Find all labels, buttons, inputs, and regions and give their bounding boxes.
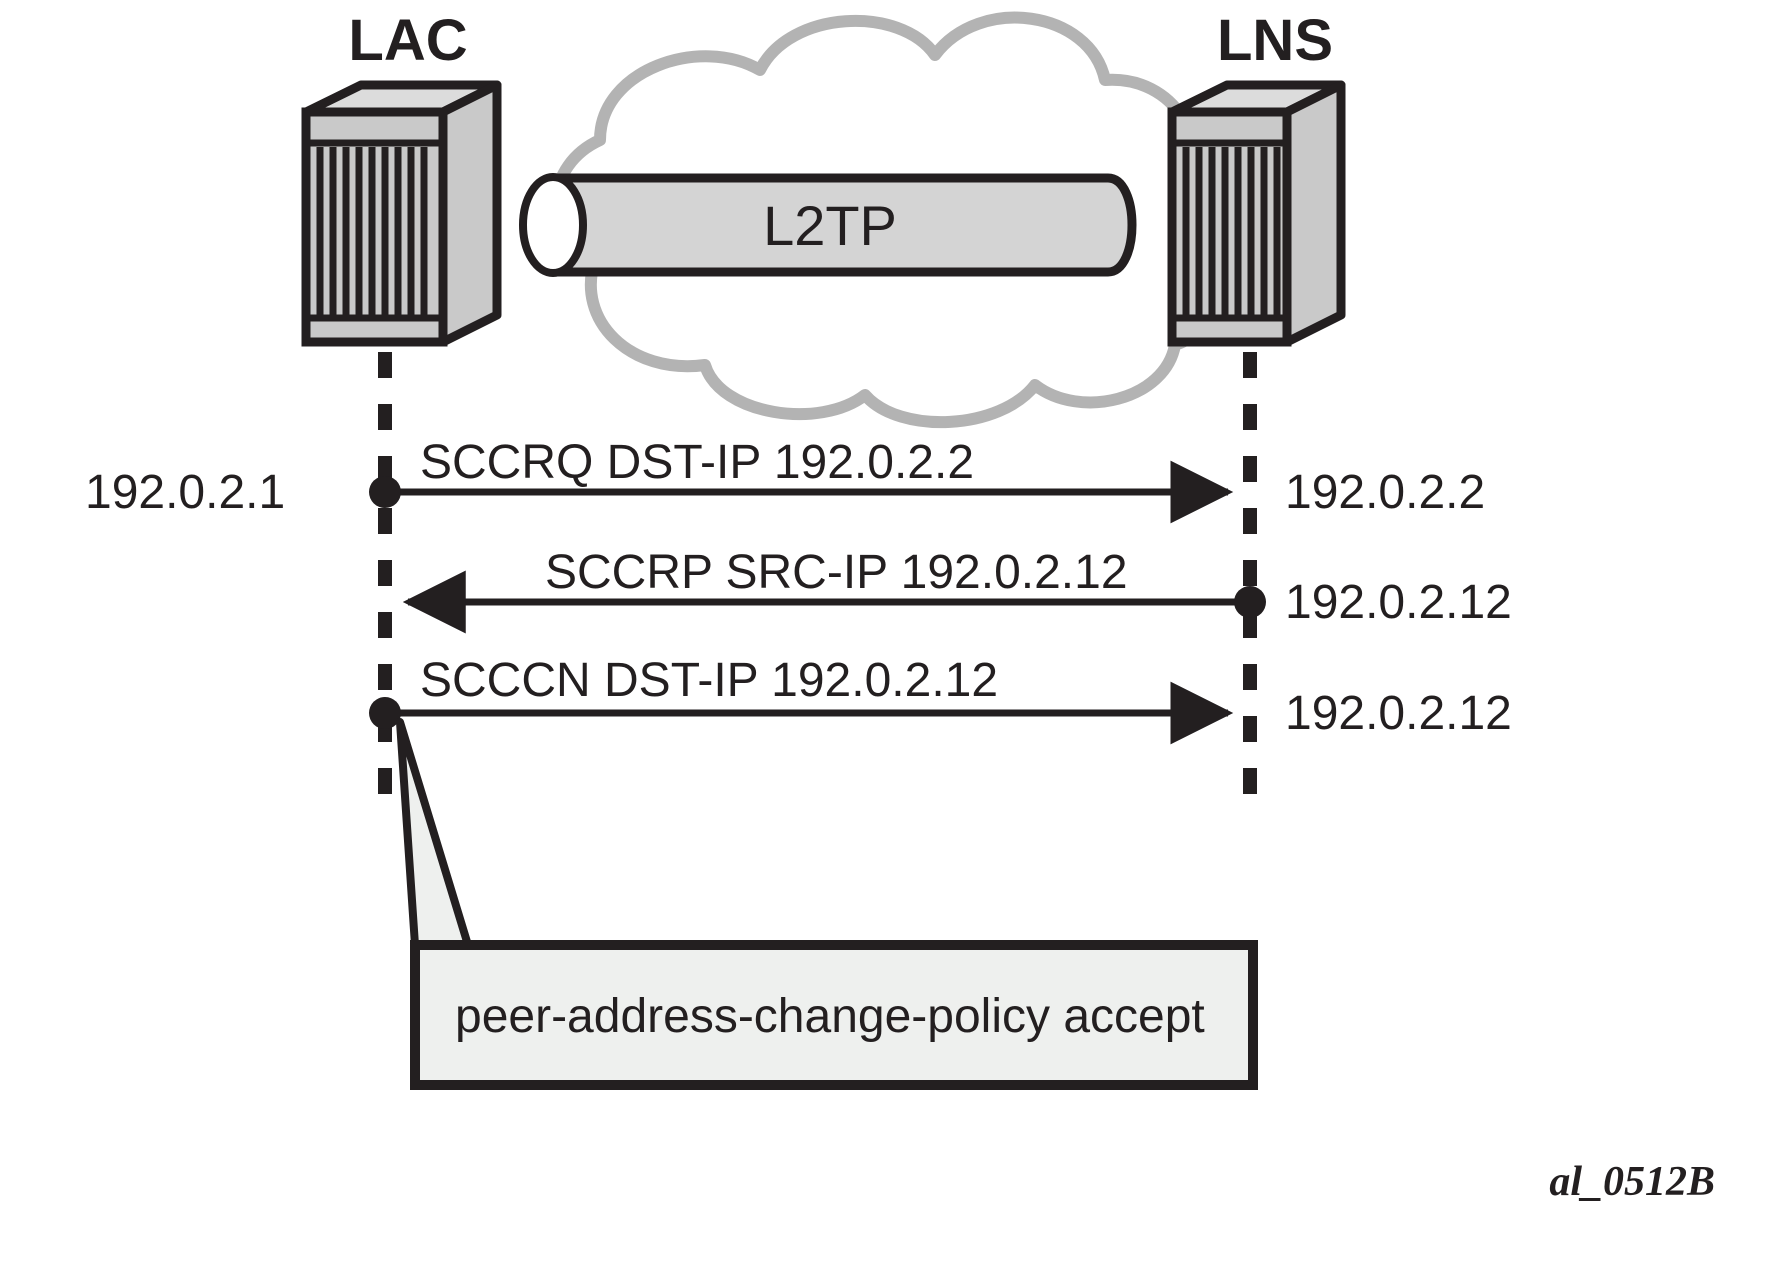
message-scccn-label: SCCCN DST-IP 192.0.2.12	[420, 654, 998, 707]
message-scccn: SCCCN DST-IP 192.0.2.12	[369, 654, 1234, 745]
message-sccrp-origin-dot	[1234, 586, 1266, 618]
figure-id-watermark: al_0512B	[1549, 1159, 1715, 1205]
lac-device-label: LAC	[348, 8, 467, 73]
lns-device-label: LNS	[1217, 8, 1333, 73]
tunnel-cylinder-icon	[519, 173, 1137, 277]
callout-label: peer-address-change-policy accept	[455, 990, 1205, 1043]
callout-body	[410, 940, 1258, 1090]
tunnel-end-cap-icon	[519, 173, 587, 277]
message-scccn-origin-dot	[369, 697, 401, 729]
callout-box: peer-address-change-policy accept	[396, 718, 1258, 1090]
callout-tail	[396, 718, 472, 949]
right-ip-label-3: 192.0.2.12	[1285, 687, 1512, 740]
lac-device-icon	[301, 80, 502, 347]
message-sccrq-origin-dot	[369, 476, 401, 508]
tunnel-label: L2TP	[763, 194, 897, 257]
message-sccrp-label: SCCRP SRC-IP 192.0.2.12	[545, 546, 1128, 599]
message-sccrp: SCCRP SRC-IP 192.0.2.12	[402, 546, 1266, 634]
left-ip-label-1: 192.0.2.1	[85, 466, 285, 519]
right-ip-label-2: 192.0.2.12	[1285, 576, 1512, 629]
right-ip-label-1: 192.0.2.2	[1285, 466, 1485, 519]
message-sccrq-label: SCCRQ DST-IP 192.0.2.2	[420, 436, 974, 489]
message-sccrq: SCCRQ DST-IP 192.0.2.2	[369, 436, 1234, 524]
lns-device-icon	[1167, 80, 1346, 347]
